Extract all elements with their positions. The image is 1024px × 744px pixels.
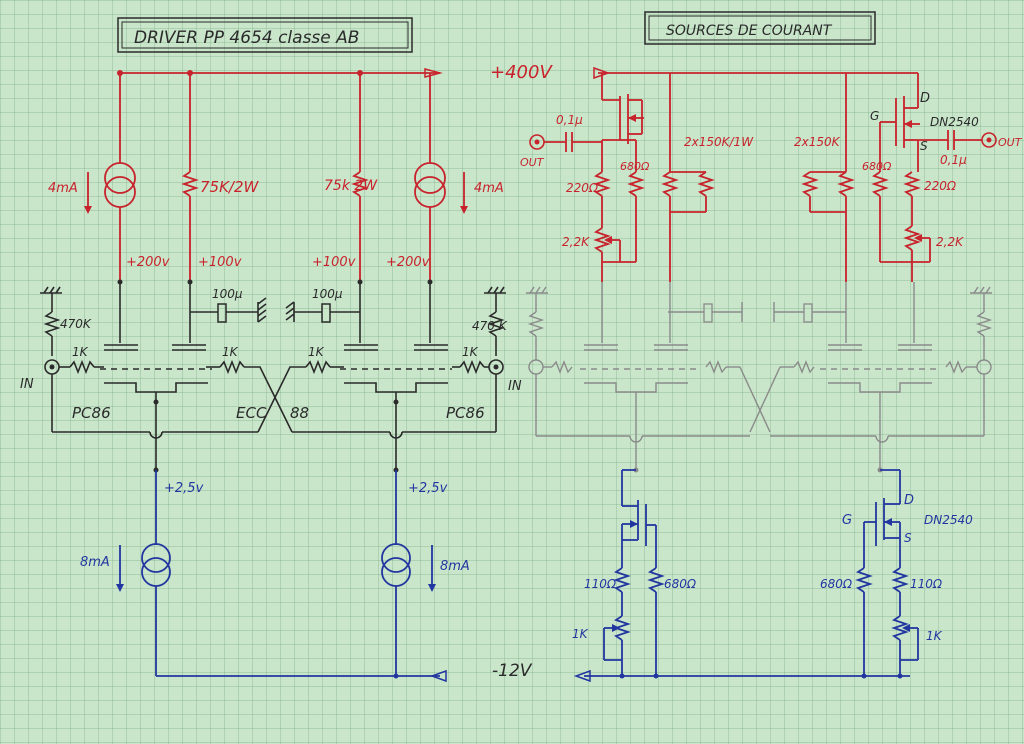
- b-gate-label: G: [842, 513, 852, 528]
- right-upper-sources: OUT 0,1µ 680Ω 220Ω 2,2K 2x150K/1W: [520, 73, 1023, 282]
- tube-left-label: PC86: [72, 404, 111, 422]
- negative-rail: -12V: [492, 661, 910, 683]
- r-2x150k-right-label: 2x150K: [794, 135, 841, 149]
- left-bottom-supply: 8mA +2,5v 8mA +2,5v: [80, 470, 470, 683]
- r-680-top-label: 680Ω: [620, 160, 650, 173]
- r-470k-left-label: 470K: [60, 317, 92, 331]
- r-1k-1-label: 1K: [72, 345, 89, 359]
- left-tube-section: 100µ 100µ 470K 470 K IN IN: [20, 279, 522, 473]
- out-left-label: OUT: [520, 156, 545, 169]
- b-pot-left-label: 1K: [572, 627, 589, 641]
- pot-left-label: 2,2K: [562, 235, 590, 249]
- r-75k-left-label: 75K/2W: [200, 178, 260, 196]
- drain-label: D: [920, 91, 930, 106]
- cap-100u-right-label: 100µ: [312, 287, 343, 301]
- r-470k-right-label: 470 K: [472, 319, 508, 333]
- source-label: S: [920, 139, 928, 153]
- in-right-label: IN: [508, 379, 522, 394]
- b-r680-left-label: 680Ω: [664, 577, 697, 591]
- v200-right-label: +200v: [386, 255, 430, 270]
- v200-left-label: +200v: [126, 255, 170, 270]
- tube-mid-b-label: 88: [290, 404, 309, 422]
- right-pencil-circuit: [526, 282, 993, 470]
- title-box-left: DRIVER PP 4654 classe AB: [117, 17, 413, 53]
- b-r110-right-label: 110Ω: [910, 577, 943, 591]
- b-pot-right-label: 1K: [926, 629, 943, 643]
- rail-negative-label: -12V: [492, 661, 533, 681]
- b-mosfet-label: DN2540: [924, 513, 973, 527]
- v25-right-label: +2,5v: [408, 481, 448, 496]
- tube-mid-a-label: ECC: [236, 404, 267, 422]
- pot-right-label: 2,2K: [936, 235, 964, 249]
- left-top-supply: 4mA 75K/2W 75k 2W 4mA +200v +100v +100v …: [48, 73, 504, 282]
- v100-left-label: +100v: [198, 255, 242, 270]
- mosfet-label: DN2540: [930, 115, 979, 129]
- out-right-label: OUT: [998, 136, 1023, 149]
- title-left: DRIVER PP 4654 classe AB: [134, 28, 359, 48]
- tube-right-label: PC86: [446, 404, 485, 422]
- r-220-right-label: 220Ω: [924, 179, 957, 193]
- v25-left-label: +2,5v: [164, 481, 204, 496]
- r-1k-3-label: 1K: [308, 345, 325, 359]
- cap-100u-left-label: 100µ: [212, 287, 243, 301]
- cs-bot-left-label: 8mA: [80, 555, 110, 570]
- cs-bot-right-label: 8mA: [440, 559, 470, 574]
- cap-in-label: 0,1µ: [556, 113, 583, 127]
- r-2x150k-left-label: 2x150K/1W: [684, 135, 754, 149]
- r-220-left-label: 220Ω: [566, 181, 599, 195]
- right-lower-sources: 110Ω 1K 680Ω G D S DN2540 680Ω 110Ω: [572, 467, 973, 676]
- v100-right-label: +100v: [312, 255, 356, 270]
- rail-positive-label: +400V: [490, 62, 553, 83]
- cap-out-label: 0,1µ: [940, 153, 967, 167]
- cs-top-right-label: 4mA: [474, 181, 504, 196]
- b-drain-label: D: [904, 493, 914, 508]
- b-r110-left-label: 110Ω: [584, 577, 617, 591]
- title-box-right: SOURCES DE COURANT: [644, 11, 876, 45]
- cs-top-left-label: 4mA: [48, 181, 78, 196]
- in-left-label: IN: [20, 377, 34, 392]
- b-source-label: S: [904, 531, 912, 545]
- r-75k-right-label: 75k 2W: [324, 178, 378, 194]
- b-r680-right-label: 680Ω: [820, 577, 853, 591]
- positive-rail: +400V: [117, 62, 918, 83]
- r-680-right-label: 680Ω: [862, 160, 892, 173]
- title-right: SOURCES DE COURANT: [666, 23, 833, 39]
- r-1k-4-label: 1K: [462, 345, 479, 359]
- r-1k-2-label: 1K: [222, 345, 239, 359]
- gate-label: G: [870, 109, 879, 123]
